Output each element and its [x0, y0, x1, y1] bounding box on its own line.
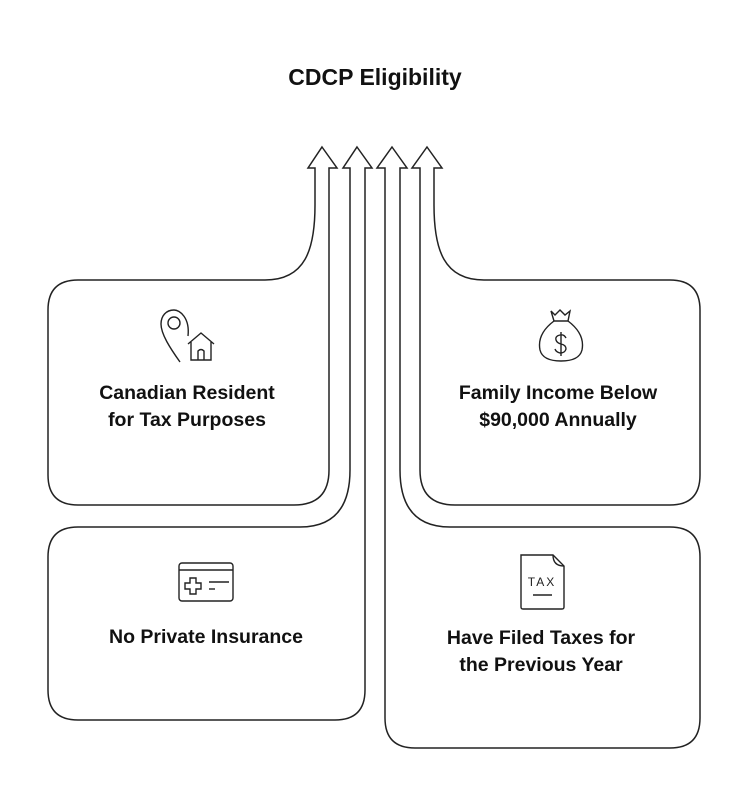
page-title: CDCP Eligibility: [288, 64, 462, 90]
label-line: Have Filed Taxes for: [446, 627, 636, 649]
insurance-card-icon: [178, 562, 234, 602]
location-home-icon: [160, 309, 215, 363]
label-line: Canadian Resident: [99, 382, 275, 404]
label-line: No Private Insurance: [109, 626, 303, 648]
money-bag-icon: [538, 309, 584, 362]
criterion-canadian-resident: Canadian Resident for Tax Purposes: [57, 380, 317, 434]
label-line: for Tax Purposes: [108, 409, 266, 431]
arrow-card-filed-taxes: [375, 145, 701, 749]
tax-label: TAX: [528, 575, 556, 589]
arrow-card-no-private-insurance: [47, 145, 374, 721]
arrow-card-family-income: [410, 145, 701, 506]
criterion-filed-taxes: Have Filed Taxes for the Previous Year: [411, 625, 671, 679]
label-line: the Previous Year: [459, 654, 623, 676]
tax-document-icon: TAX: [520, 554, 565, 610]
criterion-no-private-insurance: No Private Insurance: [76, 624, 336, 651]
arrow-card-canadian-resident: [47, 145, 339, 506]
label-line: Family Income Below: [458, 382, 658, 404]
criterion-family-income: Family Income Below $90,000 Annually: [428, 380, 688, 434]
label-line: $90,000 Annually: [479, 409, 637, 431]
